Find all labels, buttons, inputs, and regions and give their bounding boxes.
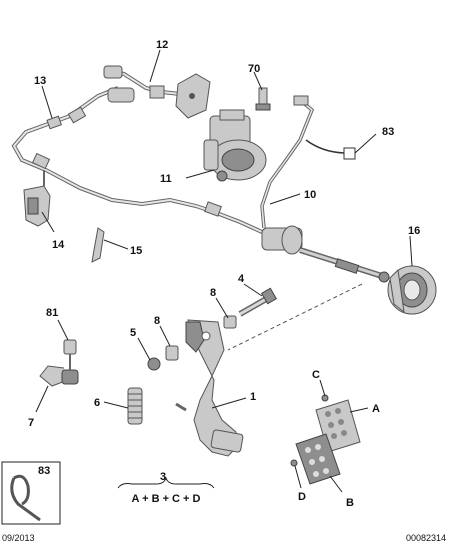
inset-83 xyxy=(1,461,61,525)
slave-cylinder-11 xyxy=(203,109,267,182)
nut-5 xyxy=(147,357,161,371)
pedal-pad-b xyxy=(295,433,341,485)
callout-C: C xyxy=(312,369,320,381)
footer-date: 09/2013 xyxy=(2,533,35,543)
callout-14: 14 xyxy=(52,239,65,251)
callout-8-upper: 8 xyxy=(210,287,216,299)
callout-3: 3 xyxy=(160,471,166,483)
pipe-12 xyxy=(103,65,181,103)
callout-83: 83 xyxy=(382,126,394,138)
seal-16 xyxy=(387,265,437,315)
callout-6: 6 xyxy=(94,397,100,409)
spacer-8b xyxy=(165,345,179,361)
bolt-70 xyxy=(255,87,271,111)
callout-10: 10 xyxy=(304,189,316,201)
callout-12: 12 xyxy=(156,39,168,51)
callout-1: 1 xyxy=(250,391,256,403)
callout-15: 15 xyxy=(130,245,142,257)
callout-13: 13 xyxy=(34,75,46,87)
switch-81 xyxy=(39,339,79,387)
hydraulic-pipe xyxy=(11,86,263,234)
kit-formula: A + B + C + D xyxy=(132,493,201,505)
kit-brace xyxy=(117,476,215,489)
callout-81: 81 xyxy=(46,307,58,319)
pedal-1 xyxy=(175,319,244,457)
bolt-4 xyxy=(238,287,278,317)
footer-ref: 00082314 xyxy=(406,533,446,543)
callout-B: B xyxy=(346,497,354,509)
clip-15 xyxy=(91,227,105,263)
callout-D: D xyxy=(298,491,306,503)
callout-4: 4 xyxy=(238,273,245,285)
screw-d xyxy=(290,459,298,467)
callout-A: A xyxy=(372,403,380,415)
callout-11: 11 xyxy=(160,173,172,185)
bracket-14 xyxy=(23,170,51,227)
callout-16: 16 xyxy=(408,225,420,237)
callout-5: 5 xyxy=(130,327,136,339)
cable-10 xyxy=(260,95,315,229)
master-cylinder xyxy=(261,225,390,283)
bracket xyxy=(175,73,211,119)
callout-8-lower: 8 xyxy=(154,315,160,327)
callout-7: 7 xyxy=(28,417,34,429)
spacer-8a xyxy=(223,315,237,329)
callout-70: 70 xyxy=(248,63,260,75)
spring-6 xyxy=(127,387,143,425)
inset-label: 83 xyxy=(38,465,50,477)
leader-lines xyxy=(35,49,413,493)
